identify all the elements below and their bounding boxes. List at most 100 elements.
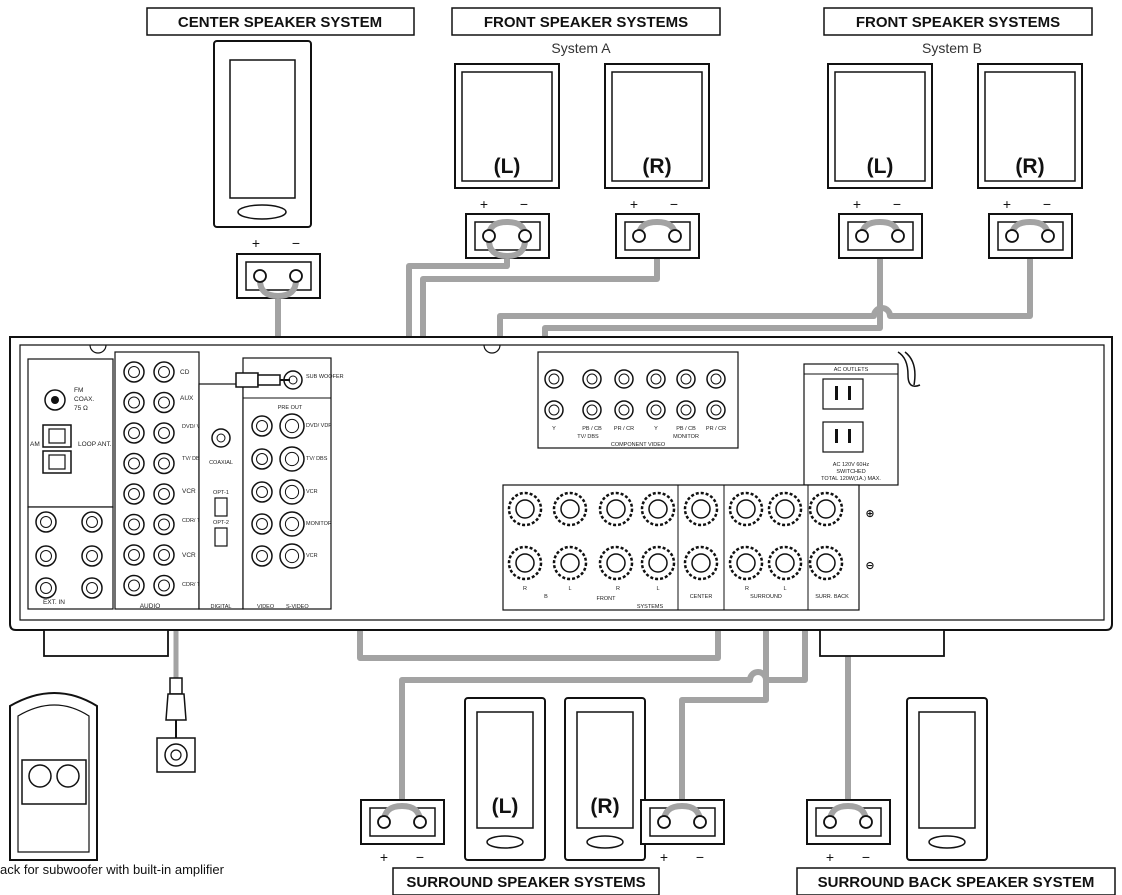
svg-text:AUDIO: AUDIO [140,603,161,610]
svg-text:TOTAL 120W(1A.) MAX.: TOTAL 120W(1A.) MAX. [821,476,881,482]
rca-jack-inner [650,404,662,416]
svg-text:COAX.: COAX. [74,396,94,403]
rca-jack-inner [158,396,170,409]
svg-text:−: − [416,849,424,865]
binding-post-inner [606,499,626,519]
rca-jack-inner [86,582,98,594]
svg-text:CDR/ TAPE: CDR/ TAPE [182,582,211,588]
svg-text:−: − [1043,196,1051,212]
binding-post-inner [515,553,535,573]
header-center-speaker-system: CENTER SPEAKER SYSTEM [146,7,415,36]
center-speaker [213,40,312,228]
rca-jack-inner [40,582,52,594]
svg-text:SURROUND BACK SPEAKER SYSTEM: SURROUND BACK SPEAKER SYSTEM [818,874,1095,891]
svg-text:PRE OUT: PRE OUT [278,405,303,411]
rca-jack-inner [256,550,268,562]
rca-jack-inner [158,366,170,378]
front-speaker-a-right: (R) [604,63,710,189]
subwoofer-caption: ack for subwoofer with built-in amplifie… [0,862,225,877]
svg-text:PB / CB: PB / CB [582,426,602,432]
svg-text:SURR. BACK: SURR. BACK [815,594,849,600]
front-speaker-b-right: (R) [977,63,1083,189]
svg-text:R: R [523,586,527,592]
svg-text:FM: FM [74,387,83,394]
rca-jack-inner [586,404,598,416]
subwoofer-plug-jack [156,677,196,773]
svg-text:−: − [696,849,704,865]
rca-jack-inner [256,420,268,432]
svg-text:MONITOR: MONITOR [306,521,332,527]
rca-jack-inner [618,373,630,385]
svg-text:FRONT SPEAKER SYSTEMS: FRONT SPEAKER SYSTEMS [856,14,1060,31]
rca-jack-inner [284,484,300,500]
surround-back-speaker [906,697,988,861]
svg-text:VCR: VCR [306,553,318,559]
svg-text:COAXIAL: COAXIAL [209,460,233,466]
binding-post-inner [691,553,711,573]
rca-jack-inner [128,549,140,561]
binding-post-inner [606,553,626,573]
rca-jack-inner [256,453,268,465]
svg-text:CD: CD [180,369,190,376]
svg-text:FRONT SPEAKER SYSTEMS: FRONT SPEAKER SYSTEMS [484,14,688,31]
svg-text:+: + [630,196,638,212]
rca-jack-inner [128,396,140,409]
rca-jack-inner [128,427,140,439]
svg-text:S-VIDEO: S-VIDEO [286,604,309,610]
binding-post-inner [560,553,580,573]
svg-text:R: R [616,586,620,592]
svg-text:Y: Y [552,426,556,432]
rca-jack-inner [40,516,52,528]
front-speaker-b-left: (L) [827,63,933,189]
binding-post-inner [775,499,795,519]
svg-text:VIDEO: VIDEO [257,604,275,610]
svg-text:L: L [568,586,571,592]
binding-post-inner [691,499,711,519]
rca-jack-inner [680,404,692,416]
svg-text:⊖: ⊖ [865,560,874,572]
surround-speaker-right: (R) [564,697,646,861]
surround-right-label: (R) [590,795,619,818]
binding-post-inner [648,499,668,519]
subwoofer [9,692,98,861]
rca-jack-inner [710,373,722,385]
svg-text:MONITOR: MONITOR [673,434,699,440]
svg-text:VCR: VCR [306,489,318,495]
rca-jack-inner [158,488,170,500]
terminal-front-b-right: + − [988,196,1073,259]
rca-jack-inner [548,373,560,385]
rca-jack-inner [284,548,300,564]
svg-text:EXT. IN: EXT. IN [43,599,65,606]
binding-post-inner [736,499,756,519]
svg-text:+: + [853,196,861,212]
svg-text:OPT-1: OPT-1 [213,490,229,496]
svg-text:AM: AM [30,441,40,448]
terminal-front-b-left: + − [838,196,923,259]
svg-text:LOOP ANT.: LOOP ANT. [78,441,112,448]
binding-post-inner [560,499,580,519]
svg-text:TV/ DBS: TV/ DBS [577,434,599,440]
binding-post-inner [775,553,795,573]
svg-text:AC OUTLETS: AC OUTLETS [834,367,869,373]
terminal-front-a-right: + − [615,196,700,259]
header-front-speaker-systems-a: FRONT SPEAKER SYSTEMS [451,7,721,36]
rca-jack-inner [86,550,98,562]
rca-jack-inner [158,518,170,531]
terminal-surround-left: + − [360,799,445,865]
rca-jack-inner [128,579,140,592]
svg-text:+: + [660,849,668,865]
svg-text:FRONT: FRONT [597,596,617,602]
binding-post-inner [648,553,668,573]
svg-text:TV/ DBS: TV/ DBS [182,456,204,462]
svg-text:−: − [520,196,528,212]
svg-text:SURROUND SPEAKER SYSTEMS: SURROUND SPEAKER SYSTEMS [406,874,645,891]
terminal-surround-right: + − [640,799,725,865]
svg-text:SUB WOOFER: SUB WOOFER [306,374,344,380]
rca-jack-inner [128,366,140,378]
rca-jack-inner [256,486,268,498]
rca-jack-inner [128,518,140,531]
svg-text:AC 120V 60Hz: AC 120V 60Hz [833,462,870,468]
svg-text:SYSTEMS: SYSTEMS [637,604,664,610]
binding-post-inner [515,499,535,519]
